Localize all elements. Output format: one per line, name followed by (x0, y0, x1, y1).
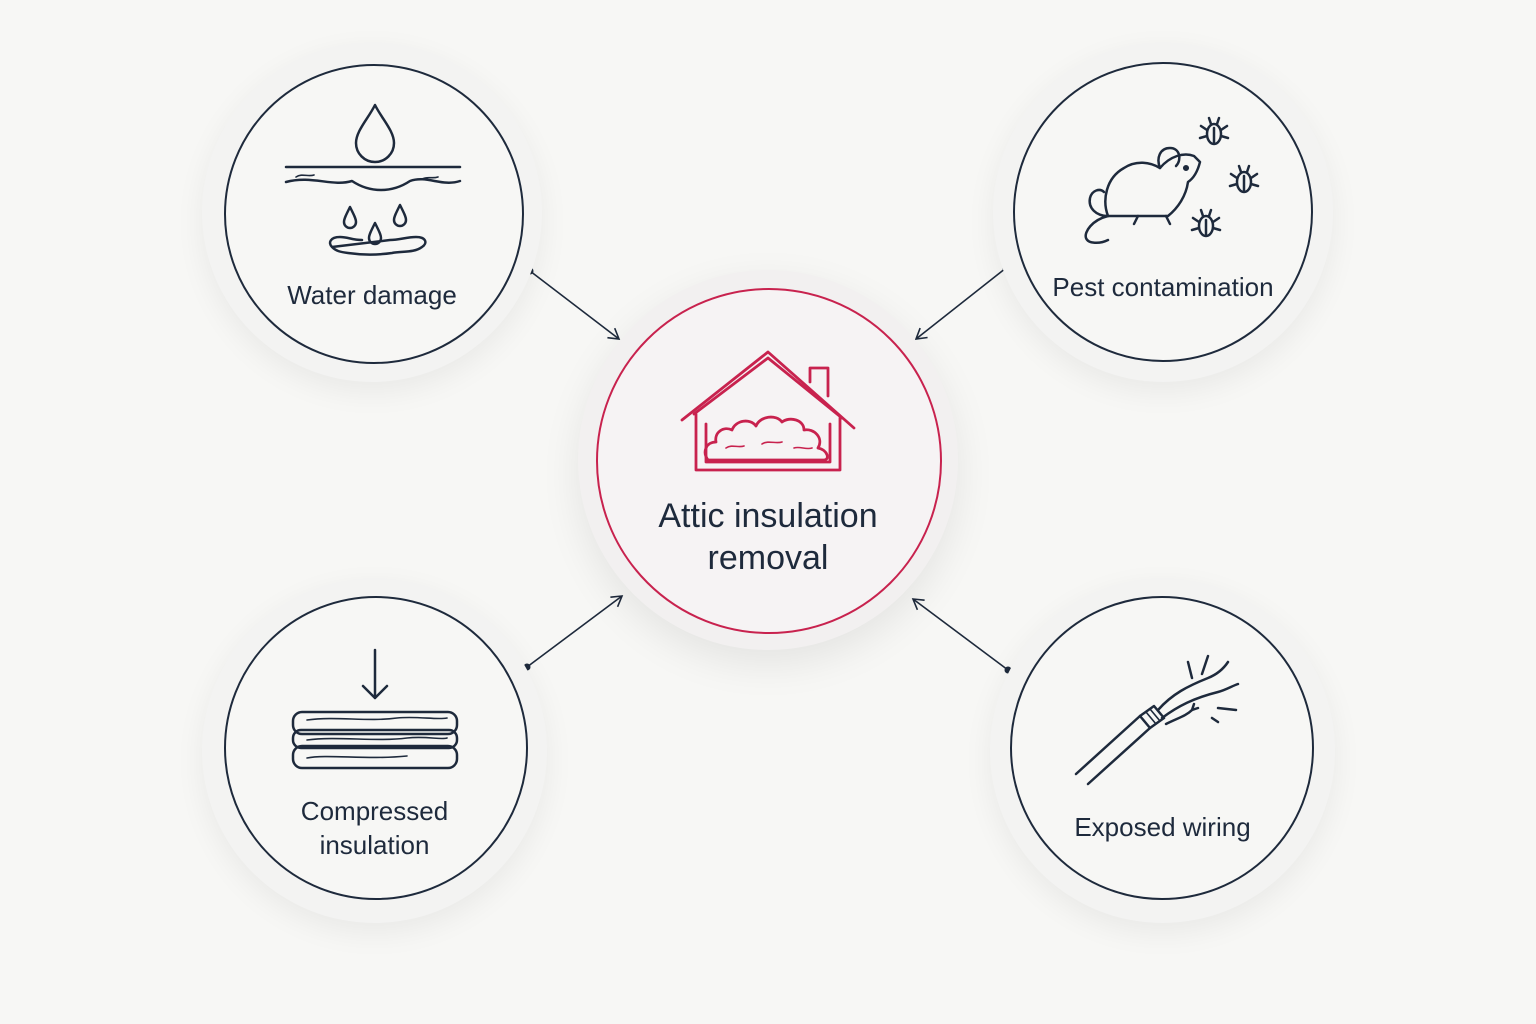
node-center-attic-insulation-removal: Attic insulation removal (578, 270, 958, 650)
frayed-wire-icon (1074, 654, 1240, 786)
cause-label-water: Water damage (287, 280, 457, 310)
node-pest-contamination: Pest contamination (993, 42, 1333, 382)
node-compressed-insulation: Compressed insulation (202, 578, 547, 923)
compressed-batts-icon (291, 648, 459, 770)
node-exposed-wiring: Exposed wiring (990, 578, 1335, 923)
cause-label-pest: Pest contamination (1052, 272, 1274, 302)
house-insulation-icon (680, 350, 856, 472)
cause-label-wiring: Exposed wiring (1074, 812, 1251, 842)
arrow-wiring-to-center (911, 598, 1012, 674)
cause-label-compressed: Compressed insulation (300, 796, 449, 860)
water-drop-icon (284, 103, 462, 256)
arrow-compressed-to-center (523, 595, 624, 671)
node-water-damage: Water damage (202, 42, 542, 382)
rat-bugs-icon (1084, 116, 1260, 244)
center-title: Attic insulation removal (658, 497, 878, 577)
